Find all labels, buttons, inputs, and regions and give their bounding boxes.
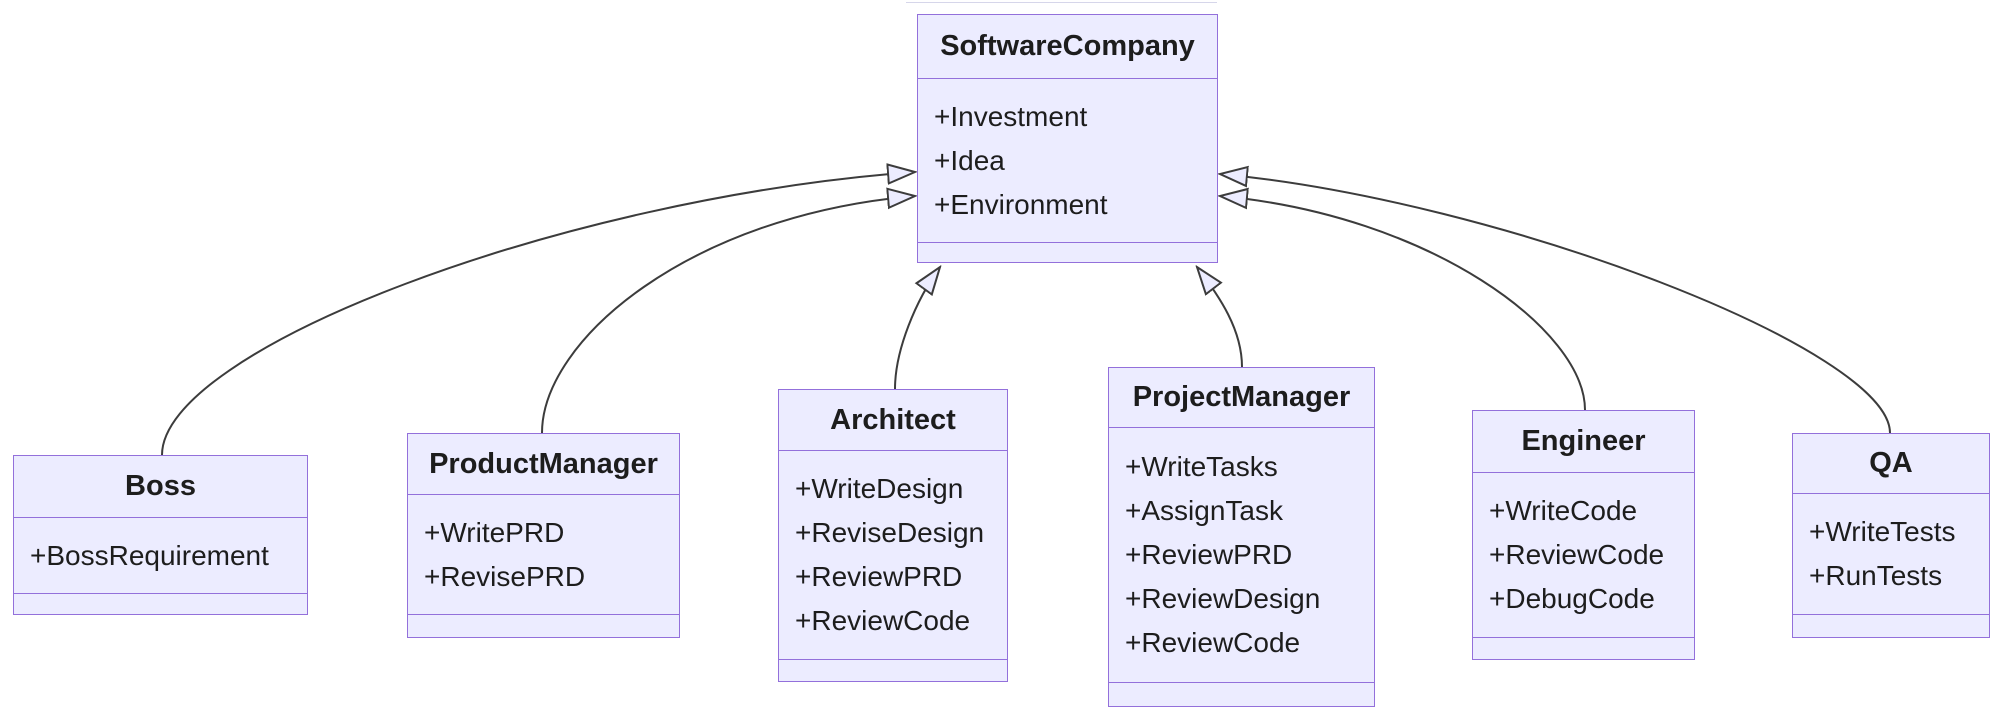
class-node-architect: Architect +WriteDesign +ReviseDesign +Revie… xyxy=(778,389,1008,682)
edge-productmanager-to-softwarecompany-inheritance xyxy=(541,196,915,434)
class-node-projectmanager: ProjectManager +WriteTasks +AssignTask +Rev… xyxy=(1108,367,1375,707)
class-attribute: +DebugCode xyxy=(1489,583,1655,614)
class-attribute: +Idea xyxy=(934,144,1005,176)
class-title: Architect xyxy=(830,403,956,436)
class-title: Engineer xyxy=(1521,425,1646,457)
class-attribute: +WriteCode xyxy=(1489,495,1638,526)
class-title: SoftwareCompany xyxy=(940,30,1195,62)
edge-projectmanager-to-softwarecompany-inheritance xyxy=(1197,267,1243,368)
class-attribute: +ReviseDesign xyxy=(795,517,985,548)
class-attribute: +Investment xyxy=(934,100,1088,132)
class-attribute: +ReviewPRD xyxy=(795,561,963,592)
class-node-qa: QA +WriteTests +RunTests xyxy=(1792,433,1990,638)
class-methods-section-empty xyxy=(1473,637,1694,659)
class-node-boss: Boss +BossRequirement xyxy=(13,455,308,615)
class-attribute: +BossRequirement xyxy=(30,539,269,571)
class-attributes-section: +WriteTests +RunTests xyxy=(1793,493,1989,614)
class-attributes-section: +WritePRD +RevisePRD xyxy=(408,494,679,614)
class-attributes-section: +Investment +Idea +Environment xyxy=(918,78,1217,242)
class-attribute: +WriteTasks xyxy=(1125,451,1278,482)
class-title: QA xyxy=(1869,447,1913,479)
edge-qa-to-softwarecompany-inheritance xyxy=(1220,174,1891,434)
class-title: ProductManager xyxy=(429,447,658,480)
class-attribute: +RevisePRD xyxy=(424,560,586,592)
class-attribute: +Environment xyxy=(934,188,1108,220)
edge-engineer-to-softwarecompany-inheritance xyxy=(1220,196,1586,411)
class-attribute: +WriteDesign xyxy=(795,473,964,504)
class-title: ProjectManager xyxy=(1132,381,1351,413)
class-methods-section-empty xyxy=(918,242,1217,262)
class-attribute: +AssignTask xyxy=(1125,495,1283,526)
class-methods-section-empty xyxy=(408,614,679,637)
class-attribute: +WritePRD xyxy=(424,516,565,548)
class-node-engineer: Engineer +WriteCode +ReviewCode +DebugCode xyxy=(1472,410,1695,660)
class-node-productmanager: ProductManager +WritePRD +RevisePRD xyxy=(407,433,680,638)
class-attribute: +ReviewPRD xyxy=(1125,539,1293,570)
class-attributes-section: +WriteDesign +ReviseDesign +ReviewPRD +Revi… xyxy=(779,450,1007,659)
class-attribute: +ReviewDesign xyxy=(1125,583,1321,614)
class-title: Boss xyxy=(125,470,196,502)
class-attributes-section: +BossRequirement xyxy=(14,517,307,593)
class-attribute: +ReviewCode xyxy=(1125,627,1301,658)
diagram-top-clip-line xyxy=(906,2,1217,3)
class-attribute: +RunTests xyxy=(1809,560,1943,591)
edge-architect-to-softwarecompany-inheritance xyxy=(894,267,940,390)
class-attribute: +ReviewCode xyxy=(1489,539,1665,570)
class-attributes-section: +WriteCode +ReviewCode +DebugCode xyxy=(1473,472,1694,637)
class-attribute: +WriteTests xyxy=(1809,516,1956,547)
class-methods-section-empty xyxy=(1793,614,1989,637)
edge-boss-to-softwarecompany-inheritance xyxy=(161,172,915,456)
class-methods-section-empty xyxy=(14,593,307,614)
class-attribute: +ReviewCode xyxy=(795,605,971,636)
class-node-softwarecompany: SoftwareCompany +Investment +Idea +Environm… xyxy=(917,14,1218,263)
class-methods-section-empty xyxy=(1109,682,1374,706)
class-methods-section-empty xyxy=(779,659,1007,681)
class-attributes-section: +WriteTasks +AssignTask +ReviewPRD +ReviewD… xyxy=(1109,427,1374,682)
